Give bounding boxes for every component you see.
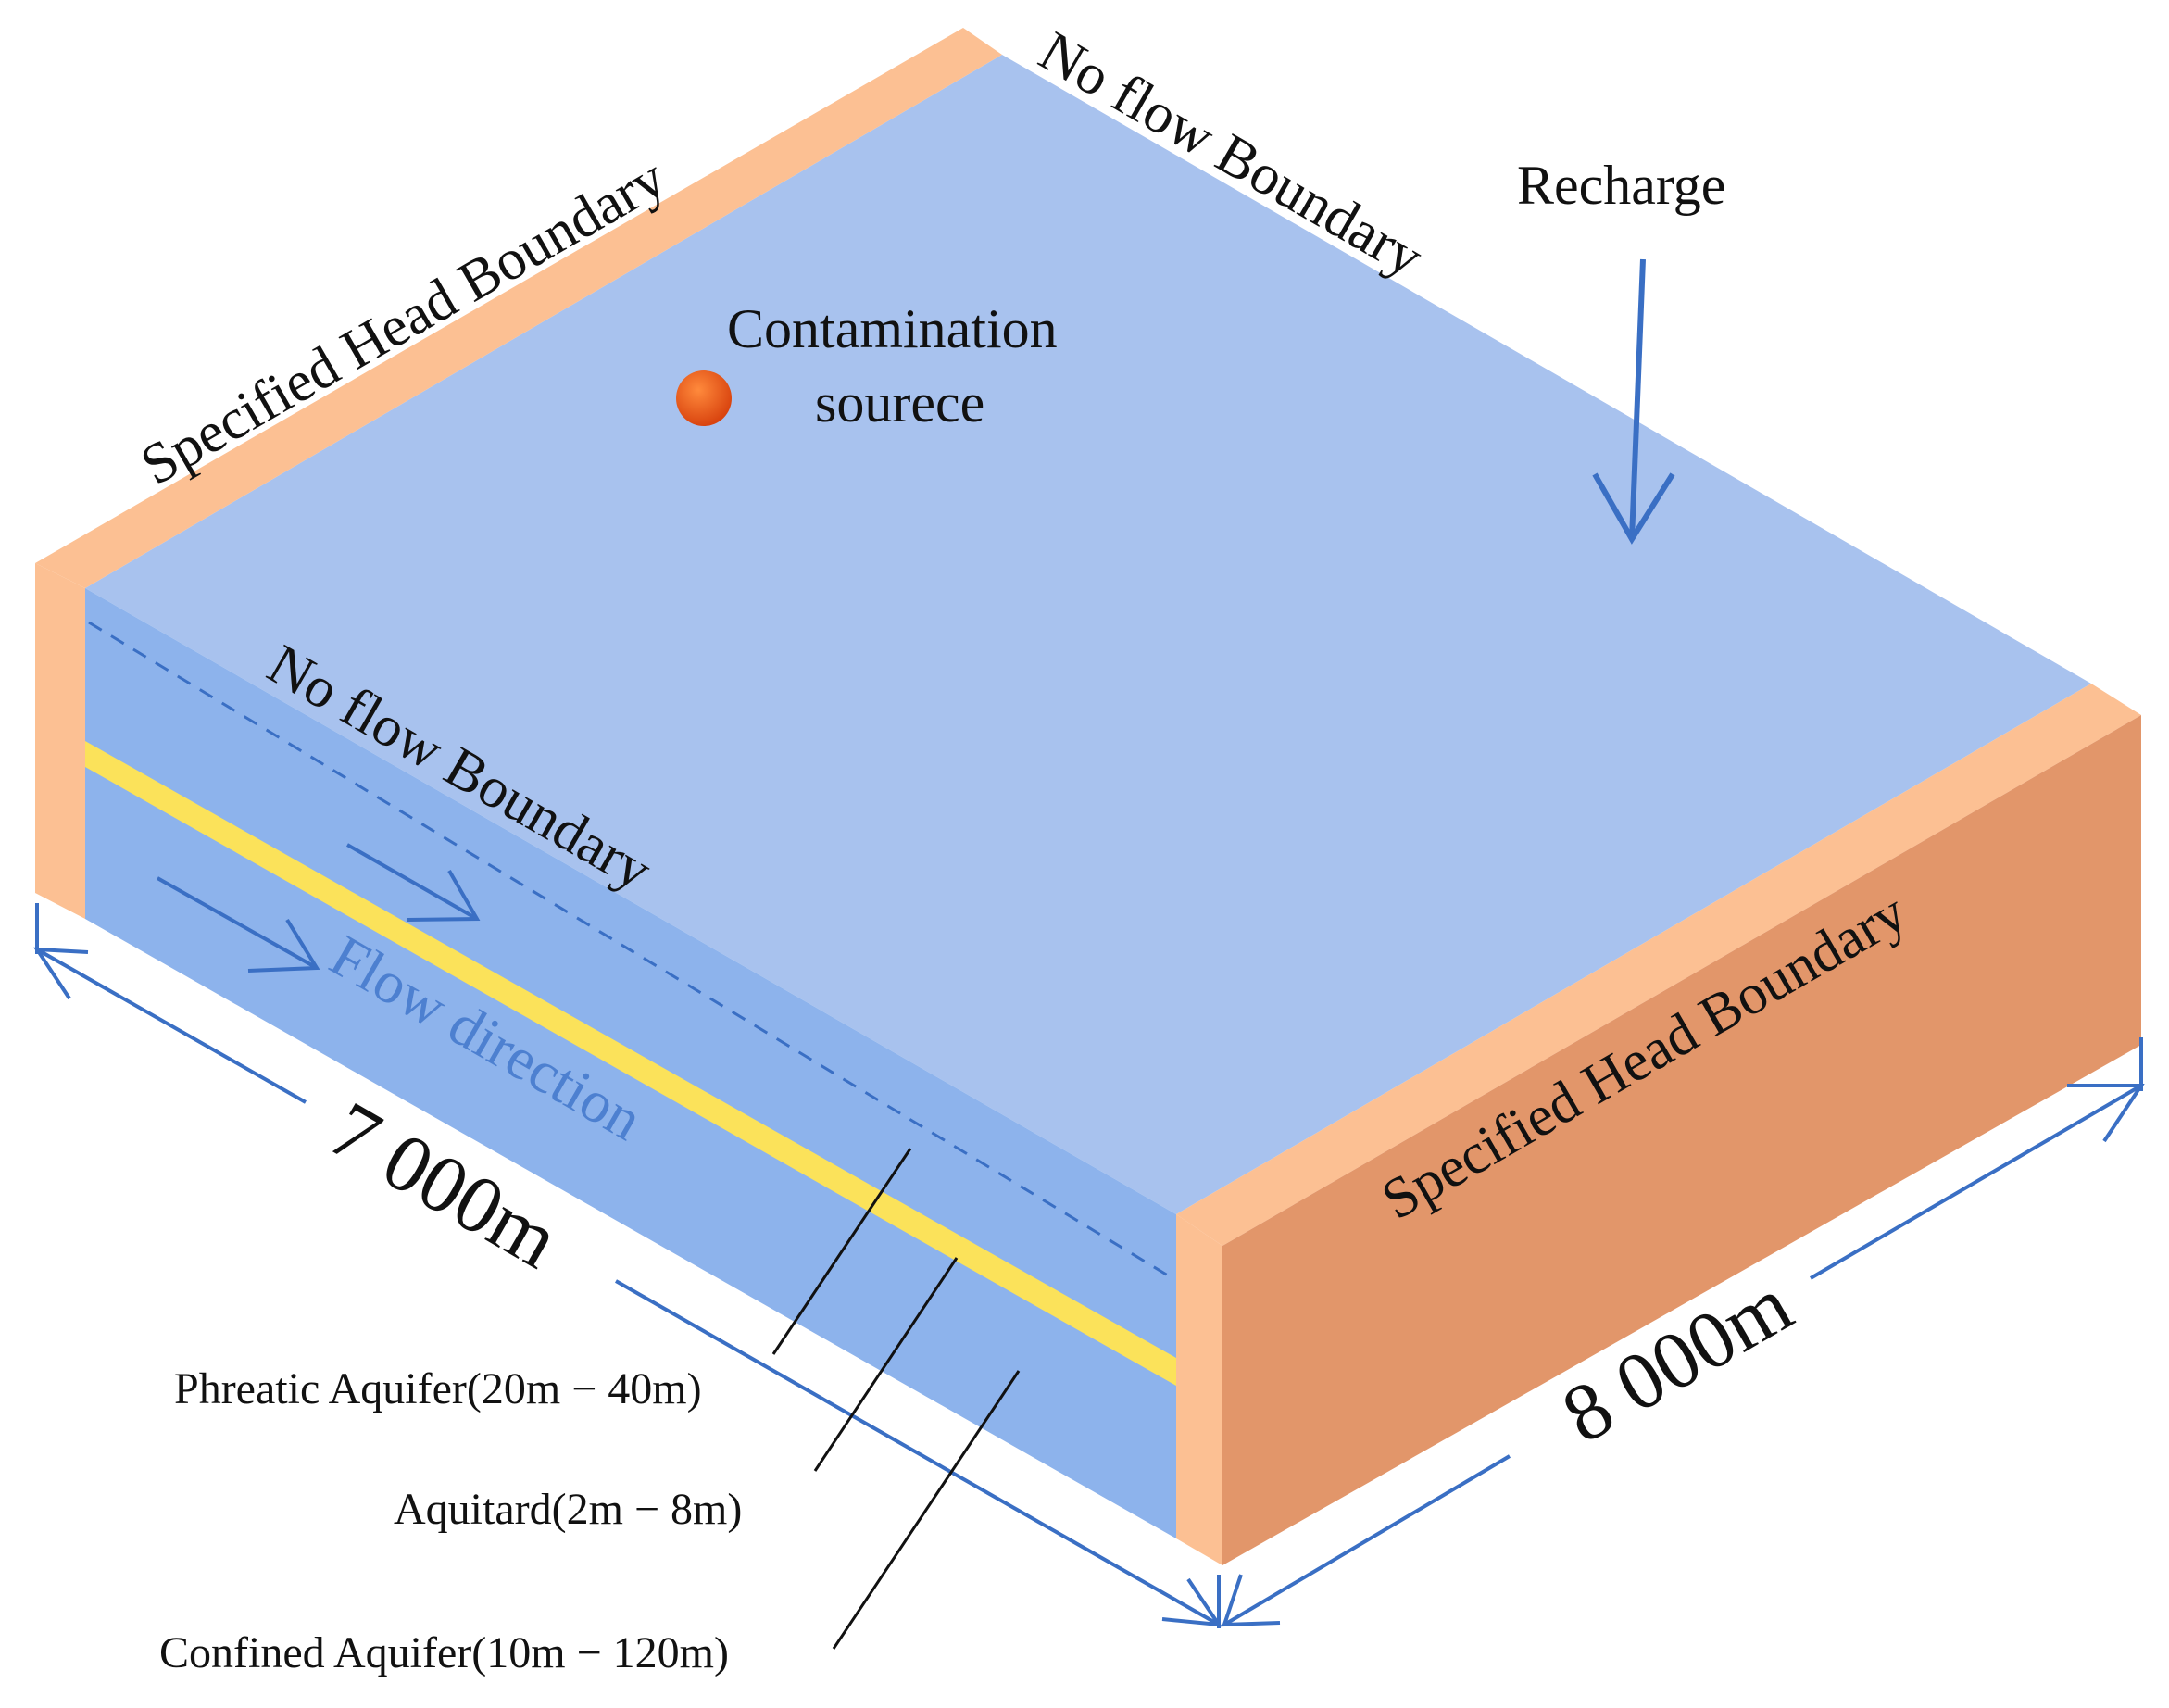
label-recharge: Recharge xyxy=(1517,155,1725,216)
left-boundary-top xyxy=(35,28,1002,588)
right-boundary-front-edge xyxy=(1176,1214,1222,1565)
leader-phreatic xyxy=(771,1148,912,1355)
left-boundary-front xyxy=(35,563,85,919)
label-confined: Confined Aquifer(10m − 120m) xyxy=(159,1628,729,1677)
aquitard-layer xyxy=(85,741,1176,1386)
top-surface xyxy=(85,55,2091,1214)
water-table-line xyxy=(88,621,1173,1280)
arrow-right-icon xyxy=(157,876,320,973)
right-boundary-side xyxy=(1222,715,2141,1565)
leader-confined xyxy=(832,1370,1021,1650)
label-contamination-line1: Contamination xyxy=(727,298,1058,359)
label-phreatic: Phreatic Aquifer(20m − 40m) xyxy=(174,1364,702,1413)
dimension-width xyxy=(1222,1037,2145,1627)
arrow-down-icon xyxy=(1592,258,1675,545)
dimension-length xyxy=(33,903,1223,1628)
arrow-right-icon xyxy=(346,843,481,922)
right-boundary-top xyxy=(1176,684,2141,1246)
label-contamination-line2: sourece xyxy=(815,372,984,433)
label-aquitard: Aquitard(2m − 8m) xyxy=(394,1485,742,1534)
circle-marker-icon xyxy=(676,370,732,426)
leader-aquitard xyxy=(813,1257,959,1472)
